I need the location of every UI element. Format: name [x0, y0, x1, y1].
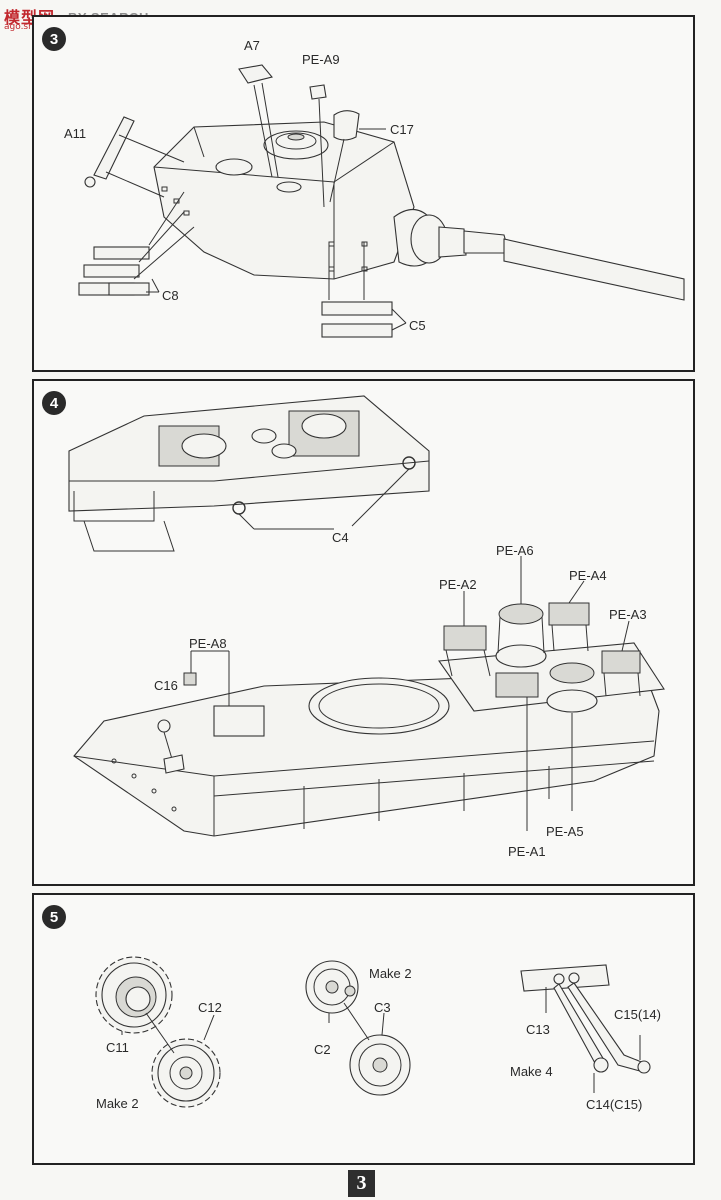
turret-assembly-drawing: [78, 64, 685, 338]
label-pe-a3: PE-A3: [609, 607, 647, 622]
label-c14-c15: C14(C15): [586, 1097, 643, 1112]
label-make-2-wheel: Make 2: [369, 966, 412, 981]
label-a7: A7: [244, 38, 260, 53]
label-c16: C16: [154, 678, 178, 693]
step-5-badge: 5: [42, 905, 66, 929]
label-pe-a1: PE-A1: [508, 844, 546, 859]
label-make-4: Make 4: [510, 1064, 553, 1079]
page-number: 3: [348, 1170, 375, 1197]
step-5-panel: 5: [32, 893, 695, 1165]
label-c11: C11: [106, 1040, 129, 1055]
label-c17: C17: [390, 122, 414, 137]
label-pe-a6: PE-A6: [496, 543, 534, 558]
label-c2: C2: [314, 1042, 331, 1057]
label-a11: A11: [64, 126, 87, 141]
label-make-2-sprocket: Make 2: [96, 1096, 139, 1111]
label-pe-a2: PE-A2: [439, 577, 477, 592]
label-c3: C3: [374, 1000, 391, 1015]
label-pe-a9: PE-A9: [302, 52, 340, 67]
step-3-panel: 3: [32, 15, 695, 372]
running-gear-drawing: [95, 956, 651, 1108]
label-c12: C12: [198, 1000, 222, 1015]
label-c13: C13: [526, 1022, 550, 1037]
label-pe-a5: PE-A5: [546, 824, 584, 839]
label-pe-a4: PE-A4: [569, 568, 607, 583]
step-4-badge: 4: [42, 391, 66, 415]
step-3-badge: 3: [42, 27, 66, 51]
label-c8: C8: [162, 288, 179, 303]
step-4-panel: 4: [32, 379, 695, 886]
label-c4: C4: [332, 530, 349, 545]
label-c15-14: C15(14): [614, 1007, 661, 1022]
label-c5: C5: [409, 318, 426, 333]
hull-assembly-drawing: [68, 395, 665, 837]
label-pe-a8: PE-A8: [189, 636, 227, 651]
